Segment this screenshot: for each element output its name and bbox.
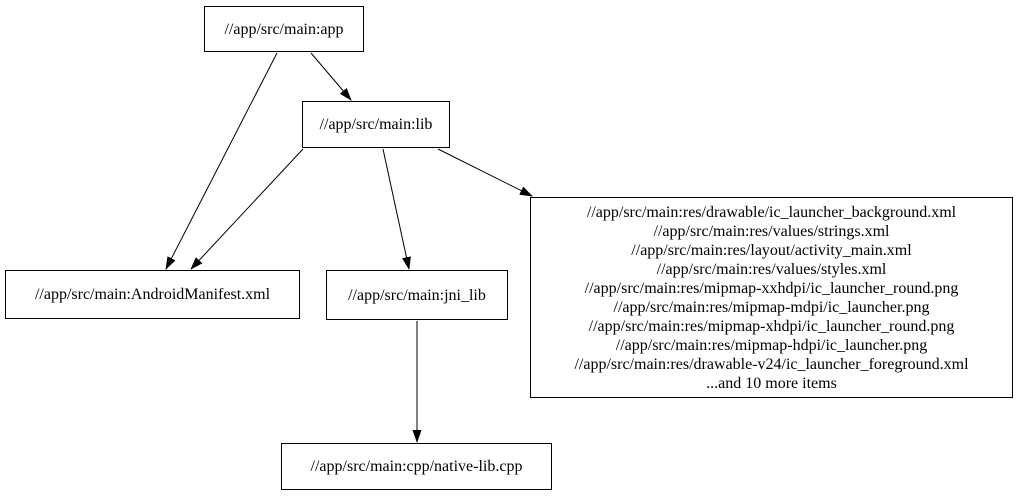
edge-app-to-android-manifest — [165, 52, 278, 270]
node-android-manifest-label: //app/src/main:AndroidManifest.xml — [34, 286, 271, 303]
res-group-line: //app/src/main:res/drawable/ic_launcher_… — [586, 203, 957, 221]
edge-app-to-lib — [310, 52, 352, 101]
node-app: //app/src/main:app — [204, 6, 364, 52]
res-group-line: //app/src/main:res/values/strings.xml — [653, 222, 890, 240]
node-res-group: //app/src/main:res/drawable/ic_launcher_… — [530, 197, 1013, 398]
edge-lib-to-jni-lib — [382, 148, 411, 270]
node-native-lib: //app/src/main:cpp/native-lib.cpp — [281, 443, 552, 490]
res-group-line: //app/src/main:res/mipmap-xhdpi/ic_launc… — [588, 317, 955, 335]
node-lib-label: //app/src/main:lib — [319, 116, 433, 133]
edge-lib-to-android-manifest — [190, 148, 304, 270]
res-group-line: //app/src/main:res/drawable-v24/ic_launc… — [574, 355, 969, 373]
node-android-manifest: //app/src/main:AndroidManifest.xml — [5, 270, 300, 319]
res-group-line: //app/src/main:res/mipmap-xxhdpi/ic_laun… — [584, 279, 959, 297]
res-group-line: //app/src/main:res/values/styles.xml — [656, 260, 887, 278]
node-lib: //app/src/main:lib — [302, 101, 450, 148]
res-group-line: //app/src/main:res/mipmap-mdpi/ic_launch… — [613, 298, 930, 316]
res-group-line: //app/src/main:res/layout/activity_main.… — [631, 241, 912, 259]
node-app-label: //app/src/main:app — [224, 20, 344, 38]
res-group-line: //app/src/main:res/mipmap-hdpi/ic_launch… — [615, 336, 928, 354]
res-group-more-items: ...and 10 more items — [706, 374, 837, 392]
edge-lib-to-res-group — [437, 148, 533, 197]
node-jni-lib-label: //app/src/main:jni_lib — [348, 286, 486, 304]
node-native-lib-label: //app/src/main:cpp/native-lib.cpp — [310, 458, 523, 475]
node-jni-lib: //app/src/main:jni_lib — [326, 270, 508, 320]
